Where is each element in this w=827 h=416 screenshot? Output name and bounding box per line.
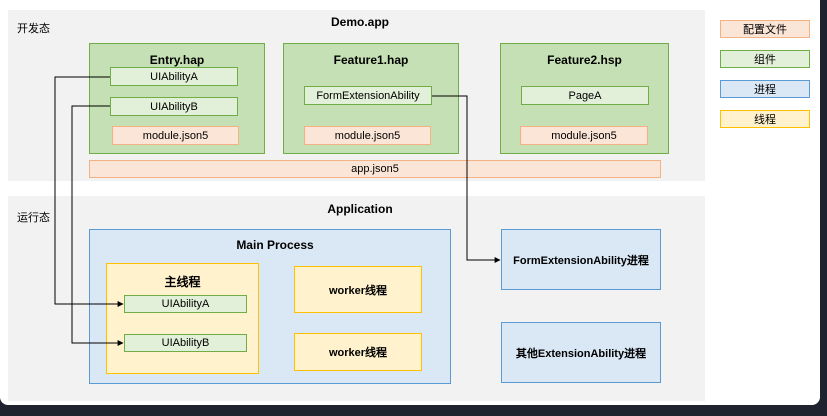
feature2-module-json: module.json5 bbox=[520, 126, 648, 145]
app-json: app.json5 bbox=[89, 160, 661, 178]
feature1-hap-title: Feature1.hap bbox=[333, 53, 409, 67]
main-process-title: Main Process bbox=[236, 238, 314, 252]
entry-uiability-a: UIAbilityA bbox=[110, 67, 238, 86]
feature2-page-a: PageA bbox=[521, 86, 649, 105]
worker-thread-1: worker线程 bbox=[294, 266, 422, 313]
other-extension-process: 其他ExtensionAbility进程 bbox=[501, 322, 661, 383]
runtime-uiability-b: UIAbilityB bbox=[124, 334, 247, 352]
entry-uiability-b: UIAbilityB bbox=[110, 97, 238, 116]
feature1-form-extension-ability: FormExtensionAbility bbox=[304, 86, 432, 105]
entry-hap-title: Entry.hap bbox=[149, 53, 205, 67]
entry-module-json: module.json5 bbox=[112, 126, 239, 145]
runtime-app-title: Application bbox=[327, 202, 393, 216]
main-thread-box bbox=[106, 263, 259, 374]
dev-stage-label: 开发态 bbox=[17, 23, 50, 35]
feature2-hsp-title: Feature2.hsp bbox=[547, 53, 622, 67]
legend-component: 组件 bbox=[720, 50, 810, 68]
legend-process: 进程 bbox=[720, 80, 810, 98]
diagram-canvas: 开发态 Demo.app Entry.hap UIAbilityA UIAbil… bbox=[0, 0, 820, 405]
runtime-stage-label: 运行态 bbox=[17, 212, 50, 224]
form-extension-process: FormExtensionAbility进程 bbox=[501, 229, 661, 290]
legend-config-file: 配置文件 bbox=[720, 20, 810, 38]
dev-app-title: Demo.app bbox=[330, 15, 389, 29]
worker-thread-2: worker线程 bbox=[294, 333, 422, 371]
feature1-module-json: module.json5 bbox=[304, 126, 431, 145]
main-thread-title: 主线程 bbox=[164, 275, 201, 289]
runtime-uiability-a: UIAbilityA bbox=[124, 295, 247, 313]
legend-thread: 线程 bbox=[720, 110, 810, 128]
